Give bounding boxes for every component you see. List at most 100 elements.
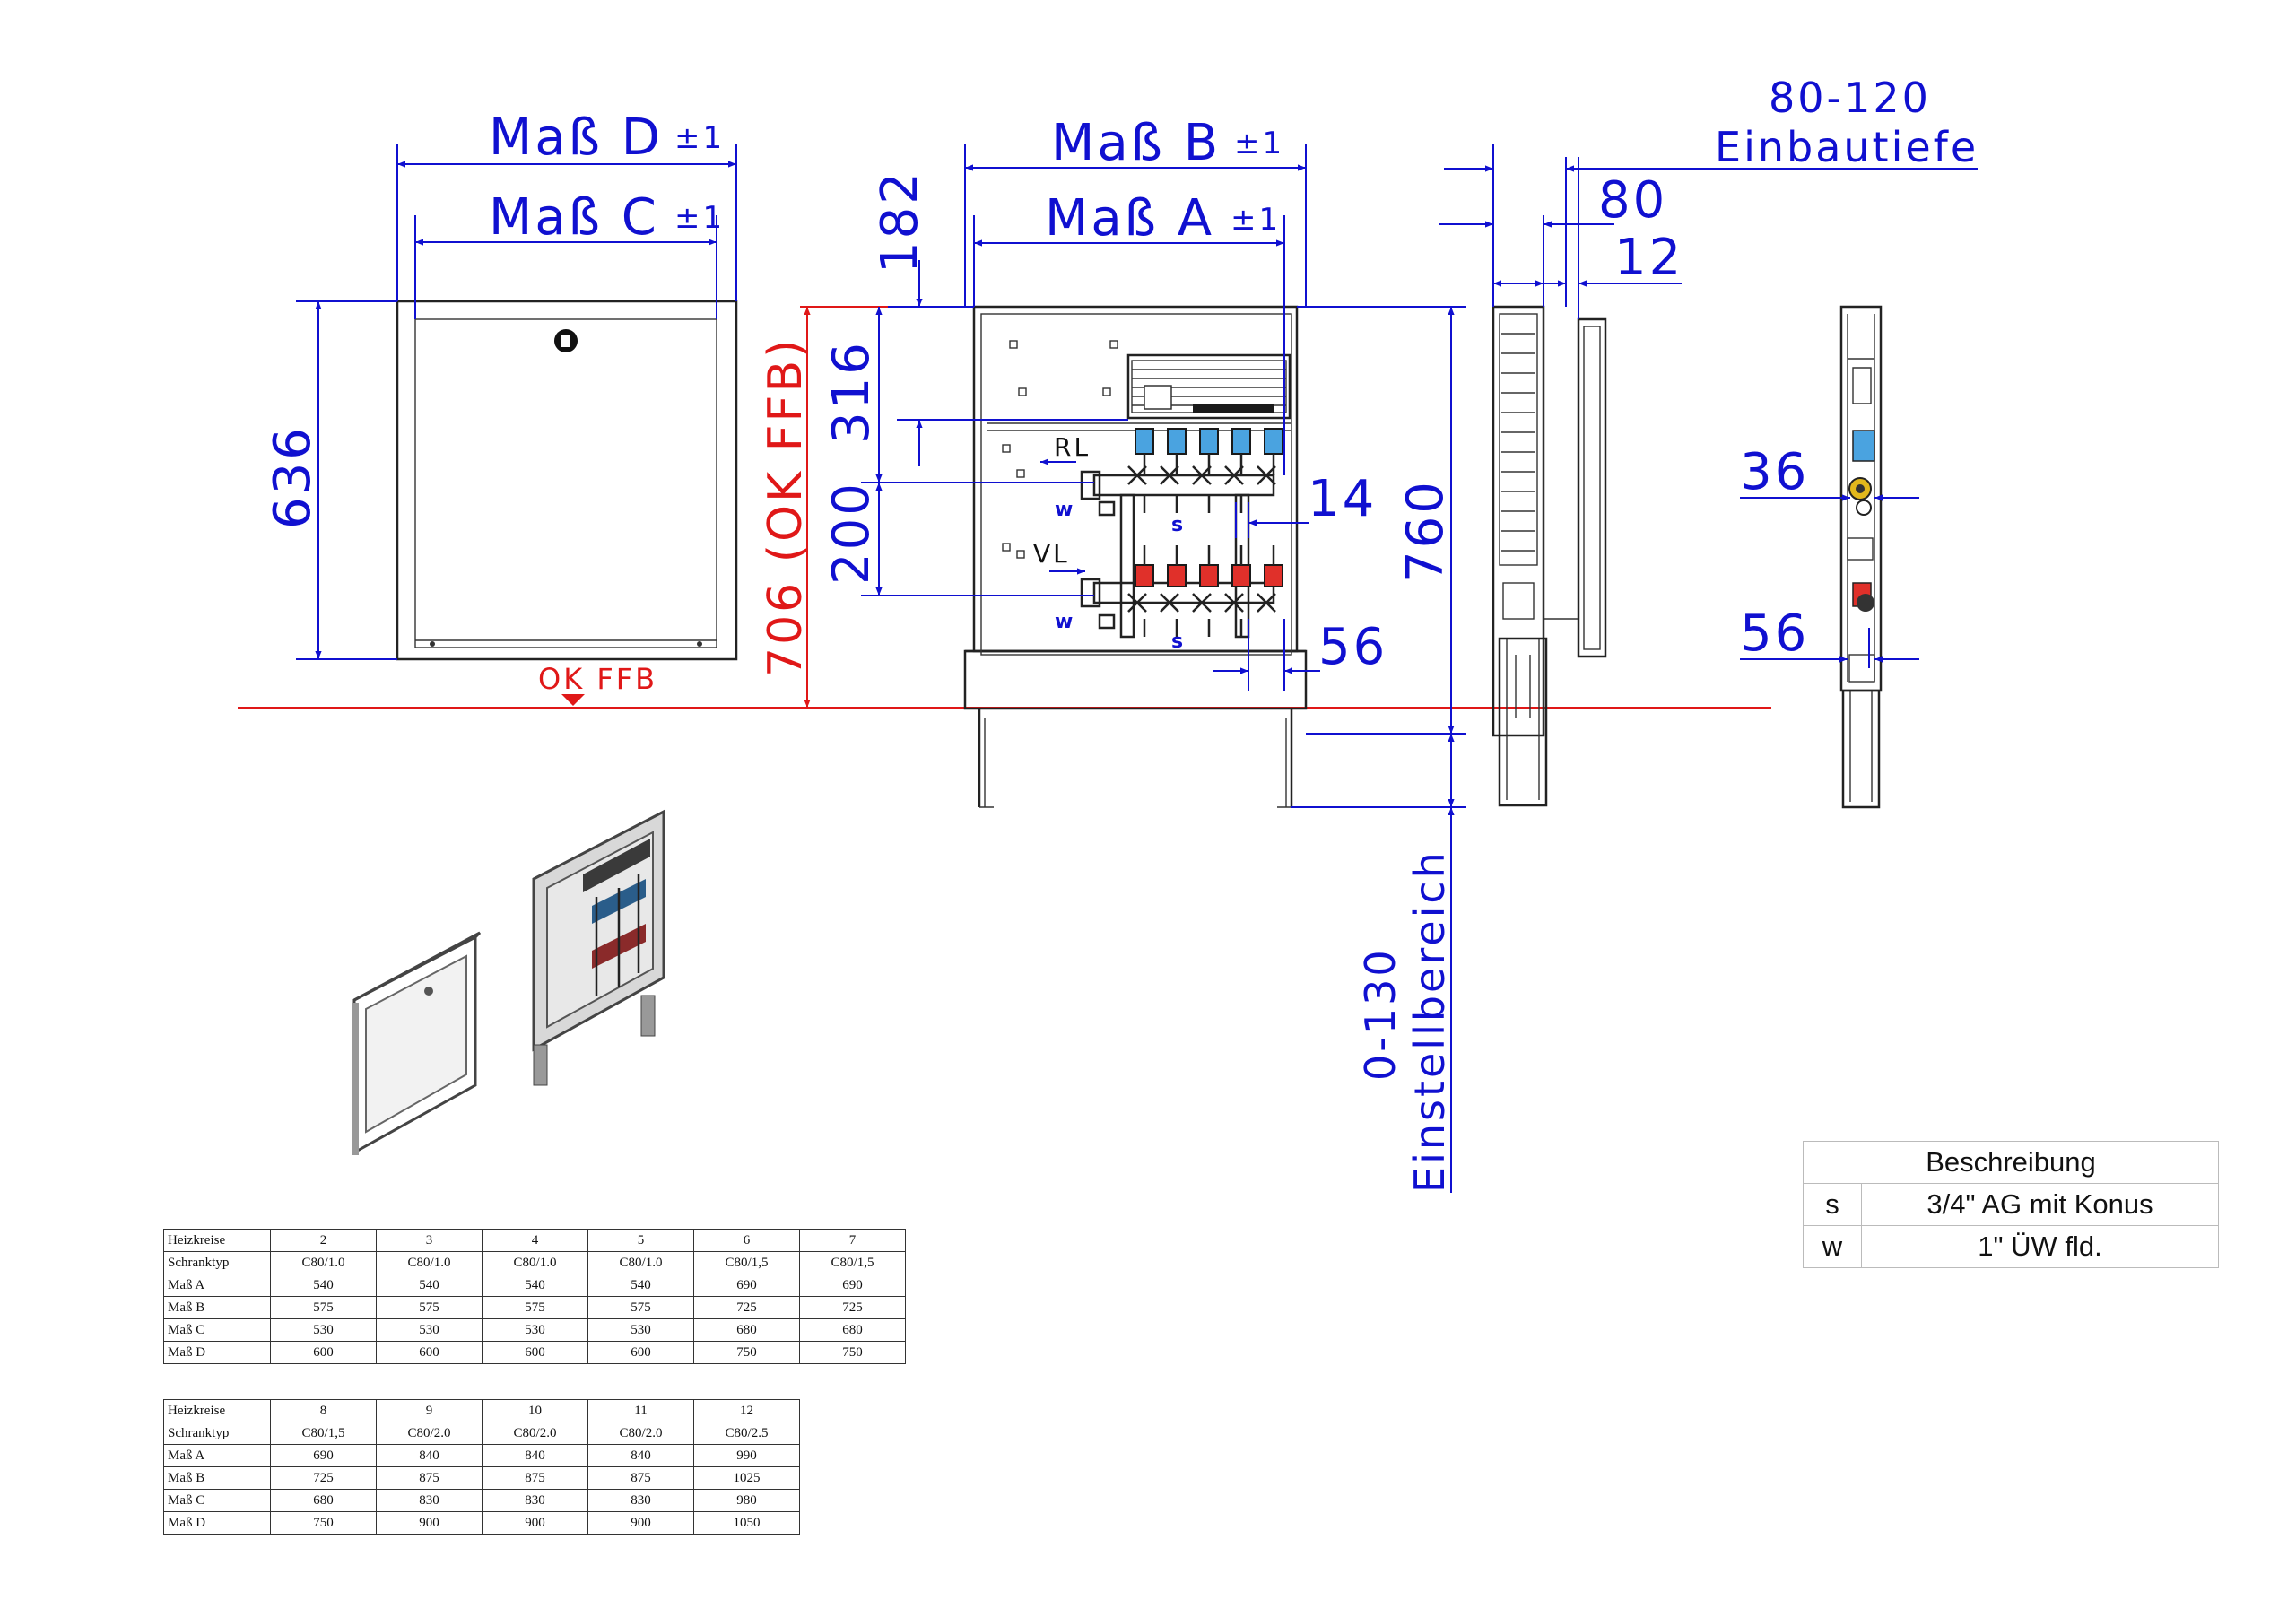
table-cell: 6	[693, 1229, 800, 1252]
table-cell: C80/1.0	[482, 1251, 588, 1274]
mass-b-tol: ±1	[1234, 126, 1284, 161]
table-cell: 7	[799, 1229, 906, 1252]
s-mark-return: s	[1171, 514, 1183, 536]
table-cell: 680	[270, 1489, 377, 1512]
table-cell: 690	[270, 1444, 377, 1467]
table-cell: C80/1,5	[270, 1422, 377, 1445]
table-cell: 540	[482, 1274, 588, 1297]
table-cell: 540	[587, 1274, 694, 1297]
table-cell: 3	[376, 1229, 483, 1252]
table-cell: 10	[482, 1399, 588, 1422]
table-cell: 980	[693, 1489, 800, 1512]
table-cell: Heizkreise	[163, 1229, 271, 1252]
height-760: 760	[1396, 479, 1455, 583]
mass-d-tol: ±1	[674, 120, 725, 156]
height-182: 182	[871, 170, 929, 274]
table-cell: 600	[482, 1341, 588, 1364]
table-cell: Maß D	[163, 1511, 271, 1535]
table-cell: 840	[482, 1444, 588, 1467]
table-cell: 540	[376, 1274, 483, 1297]
table-cell: 680	[799, 1318, 906, 1342]
table-cell: 990	[693, 1444, 800, 1467]
table-cell: 680	[693, 1318, 800, 1342]
depth-12: 12	[1614, 229, 1683, 287]
mass-c-tol: ±1	[674, 200, 725, 236]
mass-a-label: Maß A	[1045, 189, 1214, 248]
cabinet-front-view	[396, 300, 738, 661]
table-cell: 875	[376, 1466, 483, 1490]
table-row: Maß C 680 830 830 830 980	[163, 1489, 800, 1512]
table-row: Maß A 540 540 540 540 690 690	[163, 1274, 906, 1297]
table-cell: Schranktyp	[163, 1422, 271, 1445]
table-row: Maß B 575 575 575 575 725 725	[163, 1296, 906, 1319]
height-200: 200	[822, 481, 881, 585]
legend-key: w	[1803, 1225, 1862, 1268]
table-cell: 2	[270, 1229, 377, 1252]
table-cell: 900	[587, 1511, 694, 1535]
table-cell: 600	[587, 1341, 694, 1364]
table-cell: C80/2.0	[376, 1422, 483, 1445]
isometric-cabinet	[532, 809, 665, 1086]
table-cell: C80/2.0	[587, 1422, 694, 1445]
table-cell: 725	[270, 1466, 377, 1490]
table-cell: 690	[693, 1274, 800, 1297]
supply-valves	[1135, 564, 1283, 587]
table-cell: 900	[482, 1511, 588, 1535]
table-cell: C80/1.0	[376, 1251, 483, 1274]
adjustment-label: Einstellbereich	[1405, 849, 1454, 1193]
legend-value: 3/4" AG mit Konus	[1861, 1183, 2219, 1226]
table-cell: 9	[376, 1399, 483, 1422]
table-cell: 725	[799, 1296, 906, 1319]
mass-b-label: Maß B	[1051, 114, 1221, 172]
table-cell: 5	[587, 1229, 694, 1252]
table-cell: 830	[482, 1489, 588, 1512]
table-row: Maß B 725 875 875 875 1025	[163, 1466, 800, 1490]
dimension-56-side: 56	[1740, 604, 1809, 663]
table-cell: 600	[270, 1341, 377, 1364]
table-row: Schranktyp C80/1,5 C80/2.0 C80/2.0 C80/2…	[163, 1422, 800, 1445]
table-cell: 575	[376, 1296, 483, 1319]
mass-a-tol: ±1	[1231, 202, 1281, 238]
adjustment-range: 0-130	[1356, 947, 1405, 1081]
table-row: Heizkreise 2 3 4 5 6 7	[163, 1229, 906, 1252]
height-706-ok-ffb: 706 (OK FFB)	[759, 337, 813, 677]
w-mark-return: w	[1055, 499, 1073, 521]
table-cell: 830	[376, 1489, 483, 1512]
table-cell: 690	[799, 1274, 906, 1297]
table-cell: Maß C	[163, 1489, 271, 1512]
table-cell: 750	[270, 1511, 377, 1535]
legend-row: s 3/4" AG mit Konus	[1803, 1183, 2219, 1226]
legend-row: w 1" ÜW fld.	[1803, 1225, 2219, 1268]
table-row: Maß D 750 900 900 900 1050	[163, 1511, 800, 1535]
table-cell: 4	[482, 1229, 588, 1252]
description-legend: Beschreibung s 3/4" AG mit Konus w 1" ÜW…	[1803, 1141, 2219, 1268]
table-cell: C80/1.0	[587, 1251, 694, 1274]
manifold-side-view	[1839, 305, 1883, 809]
table-cell: Maß B	[163, 1466, 271, 1490]
table-cell: 750	[799, 1341, 906, 1364]
legend-header-row: Beschreibung	[1803, 1141, 2219, 1184]
table-cell: 575	[270, 1296, 377, 1319]
floor-marker-icon	[561, 694, 585, 706]
depth-80: 80	[1598, 171, 1667, 230]
table-cell: Maß A	[163, 1274, 271, 1297]
s-mark-supply: s	[1171, 631, 1183, 653]
table-cell: Schranktyp	[163, 1251, 271, 1274]
w-mark-supply: w	[1055, 611, 1073, 633]
table-cell: C80/1,5	[693, 1251, 800, 1274]
table-cell: 530	[482, 1318, 588, 1342]
supply-label: VL	[1033, 539, 1070, 569]
return-label: RL	[1054, 432, 1091, 462]
table-cell: 530	[587, 1318, 694, 1342]
table-cell: C80/1,5	[799, 1251, 906, 1274]
table-row: Schranktyp C80/1.0 C80/1.0 C80/1.0 C80/1…	[163, 1251, 906, 1274]
table-cell: 750	[693, 1341, 800, 1364]
dimension-36: 36	[1740, 443, 1809, 501]
dimension-56: 56	[1318, 618, 1387, 676]
table-cell: 875	[587, 1466, 694, 1490]
table-cell: Maß C	[163, 1318, 271, 1342]
cabinet-side-view	[1492, 305, 1607, 807]
table-cell: 530	[270, 1318, 377, 1342]
table-row: Heizkreise 8 9 10 11 12	[163, 1399, 800, 1422]
legend-key: s	[1803, 1183, 1862, 1226]
